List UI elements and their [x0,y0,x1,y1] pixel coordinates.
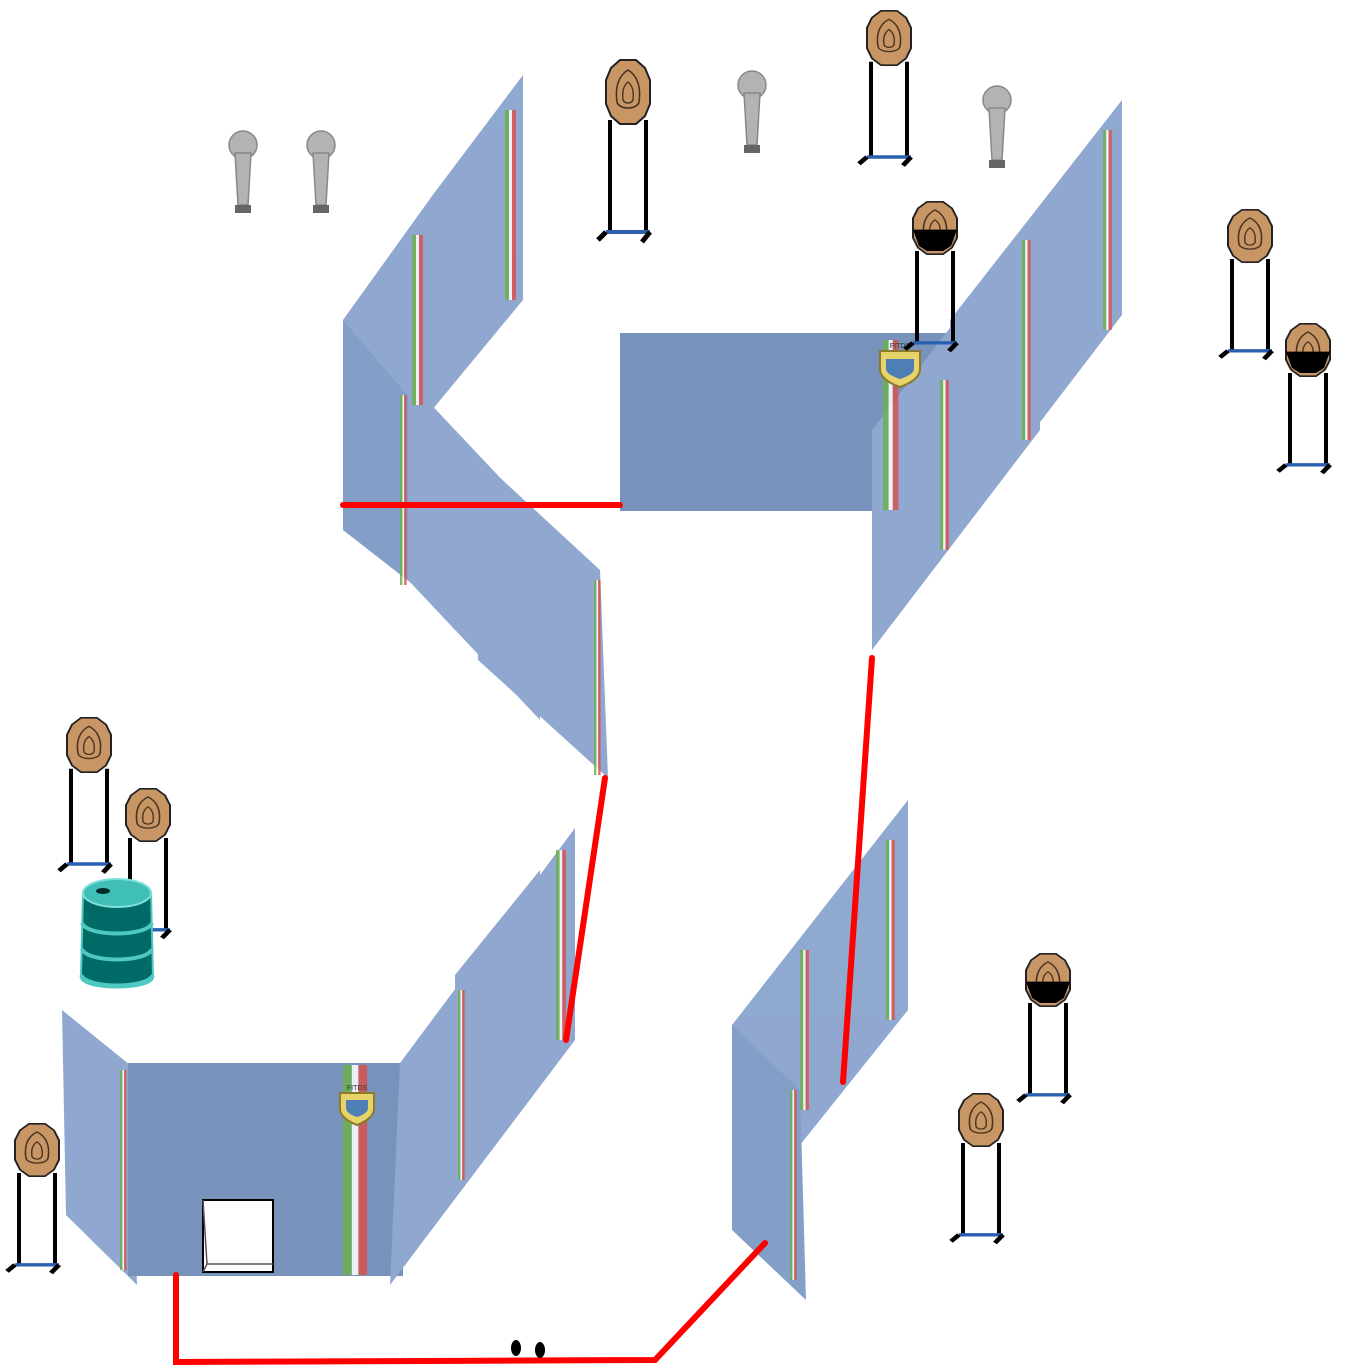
start-position-marks [511,1340,545,1358]
logo-shields: FITDS FITDS [339,343,921,1127]
logo-text: FITDS [347,1085,368,1092]
fault-line-right [840,655,875,1085]
wall-segment [950,100,1122,540]
fault-line-left [563,775,608,1043]
popper-icon [306,130,336,214]
no-shoot-target-icon [1278,322,1330,473]
paper-target-icon [59,716,111,873]
fault-line-bottom [173,1240,768,1366]
paper-target-icon [7,1122,59,1273]
popper-icon [228,130,258,214]
paper-target-icon [1220,208,1272,359]
logo-shield-icon: FITDS [339,1085,375,1127]
paper-target-icon [859,9,911,166]
wall-segment [470,450,608,778]
fault-lines [173,502,875,1366]
start-box [202,1199,274,1273]
paper-target-icon [598,59,650,242]
no-shoot-target-icon [905,200,957,351]
logo-text: FITDS [890,343,911,350]
paper-target-icon [951,1092,1003,1243]
wall-segment [732,1025,806,1300]
no-shoot-target-icon [1018,952,1070,1103]
wall-segment [455,870,540,1190]
wall-segment [62,1010,137,1285]
popper-icon [982,85,1012,169]
logo-shield-icon: FITDS [879,343,921,389]
wall-segment [432,75,523,410]
barrel-icon [79,878,155,989]
popper-icon [737,70,767,154]
